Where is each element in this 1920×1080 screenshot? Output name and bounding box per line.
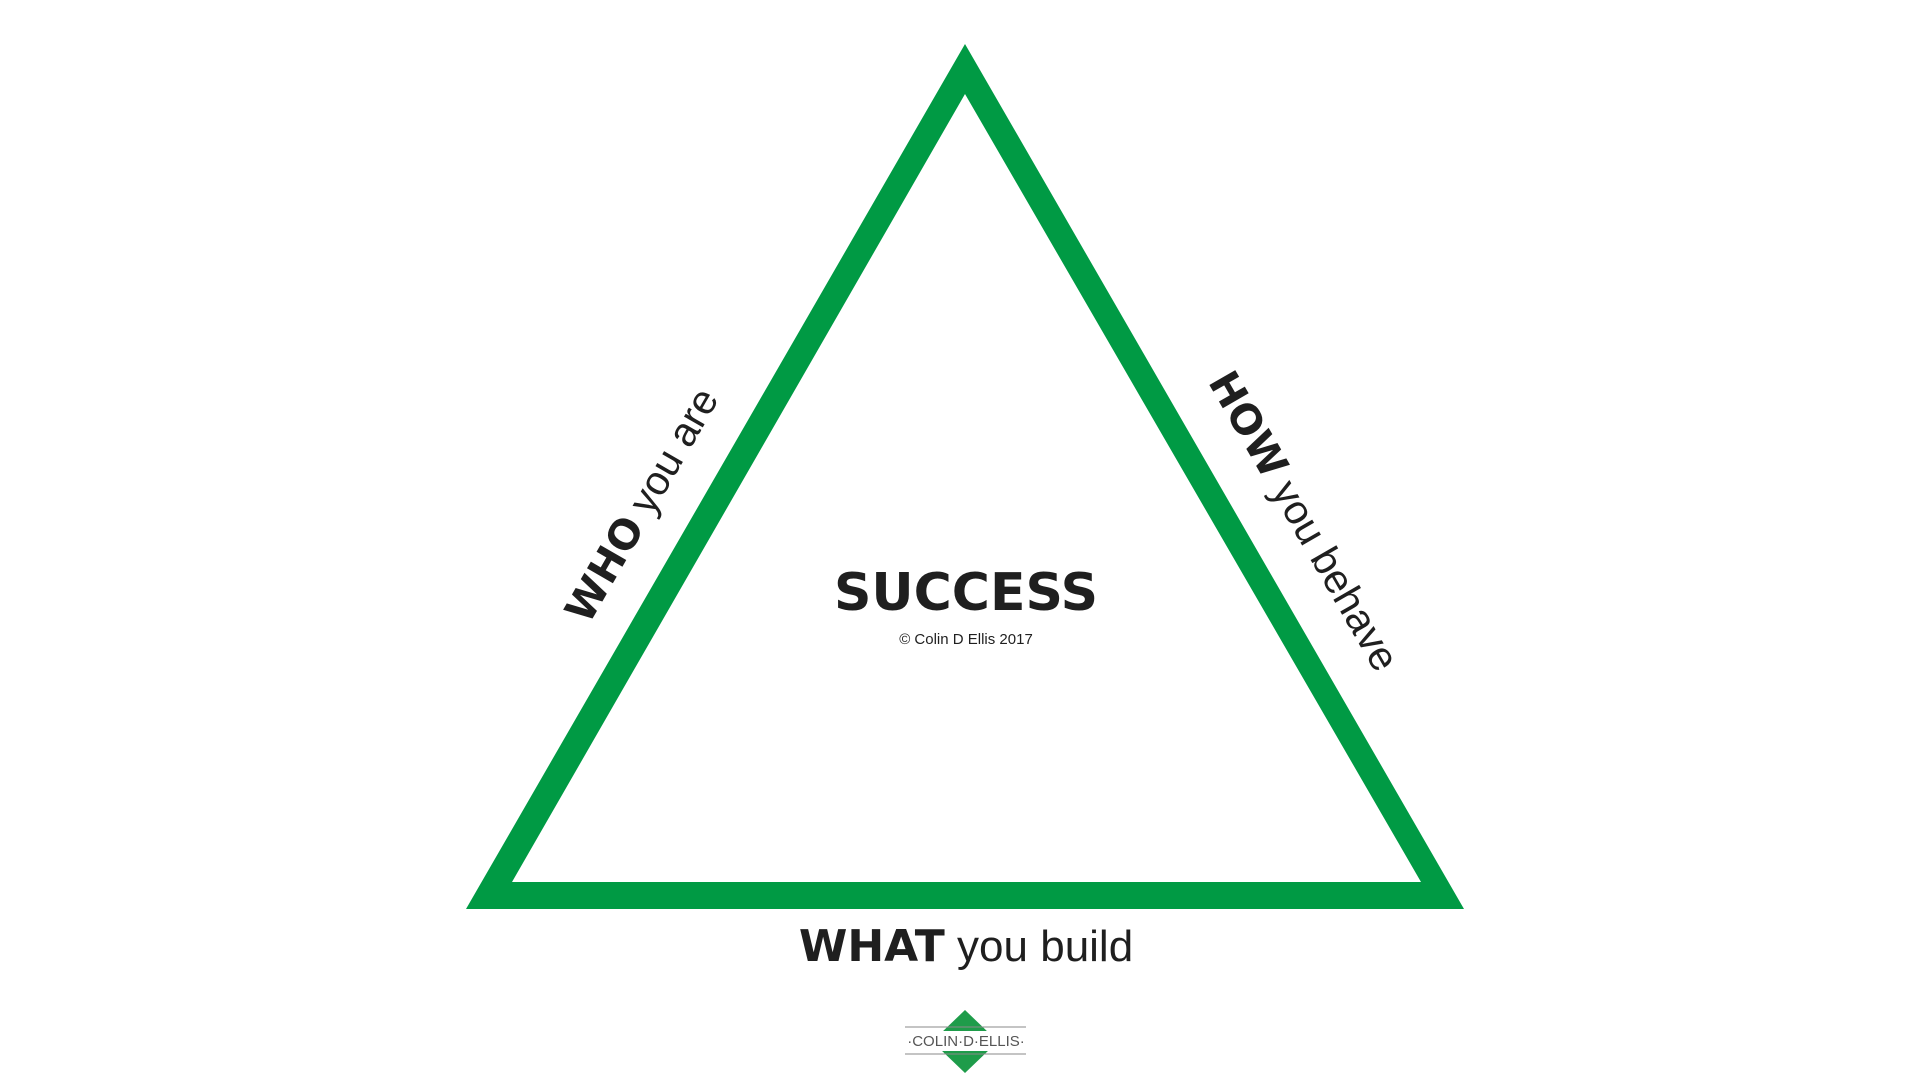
logo-text-backdrop: [900, 1031, 1032, 1051]
colin-d-ellis-logo: ·COLIN·D·ELLIS·: [900, 1010, 1032, 1073]
logo-text: ·COLIN·D·ELLIS·: [907, 1033, 1025, 1050]
side-label-what-bold: WHAT: [799, 921, 945, 972]
logo-diamond-bottom: [940, 1049, 990, 1073]
side-label-how-light: you behave: [1257, 462, 1409, 678]
success-triangle: [466, 44, 1464, 909]
side-label-what: WHAT you build: [799, 921, 1133, 972]
logo-diamond-top: [940, 1010, 990, 1034]
side-label-how-bold: HOW: [1199, 363, 1298, 486]
copyright-text: © Colin D Ellis 2017: [899, 631, 1033, 648]
side-label-what-light: you build: [945, 922, 1133, 971]
center-title: SUCCESS: [834, 563, 1098, 623]
